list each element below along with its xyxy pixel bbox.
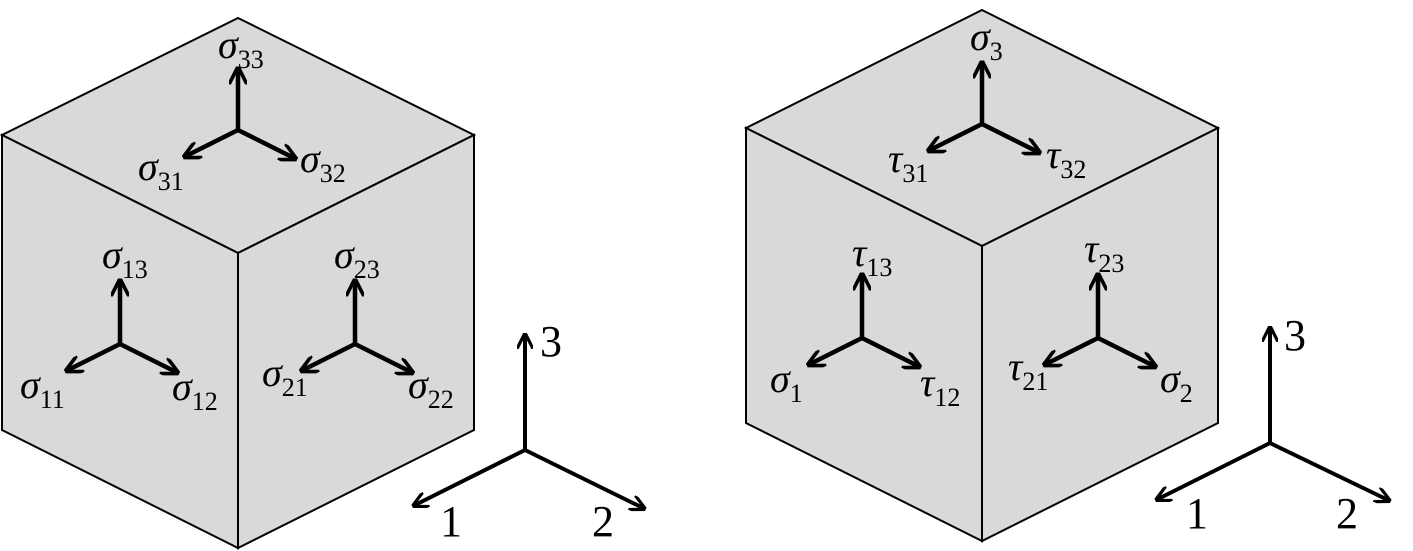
left-top-label-33: σ33 (218, 22, 264, 74)
right-front-label-1: σ1 (770, 356, 803, 408)
right-cube: σ3 τ31 τ32 τ13 σ1 τ12 τ23 τ21 σ2 (743, 8, 1221, 543)
right-axis-label-2: 2 (1336, 489, 1358, 538)
left-axis-label-2: 2 (592, 497, 614, 546)
right-top-label-3: σ3 (970, 14, 1003, 66)
right-top-stress-arrows (930, 64, 1038, 152)
left-top-label-31: σ31 (138, 144, 184, 196)
left-front-stress-arrows (68, 282, 176, 372)
right-right-stress-arrows (1046, 276, 1154, 366)
left-top-label-32: σ32 (300, 136, 346, 188)
left-cube: σ33 σ31 σ32 σ13 σ11 σ12 σ23 σ21 σ22 (0, 16, 477, 550)
left-top-stress-arrows (186, 70, 294, 158)
left-axis-label-1: 1 (440, 497, 462, 546)
right-top-label-31: τ31 (888, 136, 928, 188)
right-right-label-23: τ23 (1084, 226, 1124, 278)
right-right-label-2: σ2 (1160, 356, 1193, 408)
left-coordinate-axes (415, 336, 643, 508)
right-axis-label-1: 1 (1186, 489, 1208, 538)
left-front-label-12: σ12 (172, 364, 218, 416)
right-front-stress-arrows (810, 276, 918, 366)
left-front-label-11: σ11 (20, 362, 65, 414)
left-right-stress-arrows (303, 282, 411, 372)
right-right-label-21: τ21 (1008, 344, 1048, 396)
right-front-label-12: τ12 (920, 360, 960, 412)
left-right-label-23: σ23 (334, 232, 380, 284)
left-front-label-13: σ13 (102, 232, 148, 284)
left-right-label-21: σ21 (262, 350, 308, 402)
left-right-label-22: σ22 (408, 362, 454, 414)
right-top-label-32: τ32 (1046, 132, 1086, 184)
right-coordinate-axes (1158, 329, 1388, 500)
right-axis-label-3: 3 (1284, 311, 1306, 360)
left-axis-label-3: 3 (540, 317, 562, 366)
right-front-label-13: τ13 (852, 230, 892, 282)
